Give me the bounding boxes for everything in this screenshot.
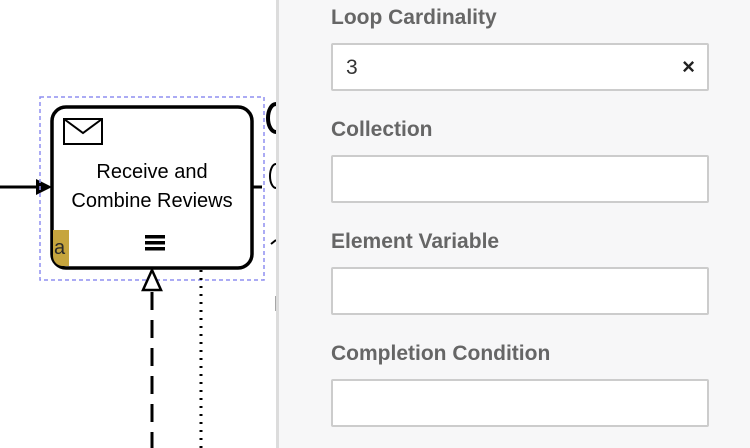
properties-panel: Loop Cardinality 3 × Collection Element … [279, 0, 750, 448]
partial-shape-outline [269, 163, 276, 189]
task-label-line-1: Receive and [96, 161, 208, 183]
clear-icon[interactable]: × [682, 54, 695, 79]
partial-connector [270, 239, 276, 245]
message-flow-arrowhead [141, 266, 163, 292]
annotation-marker[interactable]: a [53, 230, 69, 266]
task-label: Receive and Combine Reviews [52, 158, 252, 216]
completion-condition-input[interactable] [331, 379, 709, 427]
element-variable-input[interactable] [331, 267, 709, 315]
collection-input[interactable] [331, 155, 709, 203]
loop-cardinality-label: Loop Cardinality [331, 6, 497, 29]
sequential-multi-instance-icon [145, 235, 165, 251]
panel-resize-handle[interactable] [276, 0, 279, 448]
diagram-canvas[interactable]: Receive and Combine Reviews a [0, 0, 276, 448]
task-label-line-2: Combine Reviews [71, 190, 233, 212]
envelope-icon [63, 118, 103, 145]
completion-condition-label: Completion Condition [331, 342, 551, 365]
collection-label: Collection [331, 118, 433, 141]
element-variable-label: Element Variable [331, 230, 500, 253]
loop-cardinality-input[interactable]: 3 × [331, 43, 709, 91]
diagram-svg [0, 96, 276, 448]
loop-cardinality-value: 3 [346, 56, 358, 79]
sequence-flow-arrowhead [36, 179, 52, 195]
partial-event-shape [266, 102, 276, 134]
